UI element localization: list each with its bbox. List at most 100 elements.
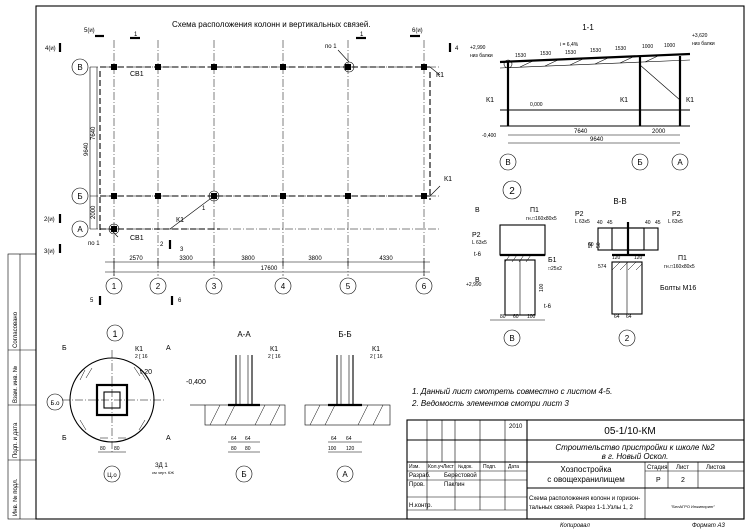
node2-p2-a-note: L 63х5 xyxy=(472,240,487,246)
plan-one-right-top: 1 xyxy=(360,32,364,38)
plan-col-3: 3 xyxy=(212,282,217,291)
node2-section: В-В xyxy=(613,197,626,206)
node1-dim-1: 80 xyxy=(100,446,106,452)
secbb-dim-1: 64 xyxy=(331,436,337,442)
node2-b1: Б1 xyxy=(548,257,557,264)
title-block: 05-1/10-КМ 2010 Строительство пристройки… xyxy=(406,419,745,520)
node2-dim-9: 64 xyxy=(614,314,620,320)
node1-zd-note: см черт. КЖ xyxy=(152,470,174,475)
node1-cut-4: А xyxy=(166,435,171,442)
node2-p1-a: П1 xyxy=(530,207,539,214)
node2-p2-b-note: L 63х5 xyxy=(575,219,590,225)
plan-one-mid: 1 xyxy=(202,206,206,212)
sec11-top-dim-7: 1000 xyxy=(664,43,675,49)
secbb-dim-2: 64 xyxy=(346,436,352,442)
plan-span-3: 3800 xyxy=(241,256,255,262)
plan-row-A: А xyxy=(77,225,83,234)
sec11-top-dim-6: 1000 xyxy=(642,44,653,50)
sec11-axis-V: В xyxy=(505,158,510,167)
section-b-b: Б-Б К1 2 [ 16 64 64 100 120 А xyxy=(304,330,391,483)
secaa-axis: Б xyxy=(241,470,246,479)
stamp-sheets-h: Листов xyxy=(706,465,726,471)
stamp-role-dev: Разраб. xyxy=(409,473,431,479)
side-approval-table: Согласовано Взам. инв. № Подп. и дата Ин… xyxy=(7,253,37,520)
plan-three-left: 3(и) xyxy=(44,249,55,255)
plan-cut-right-top: 6(и) xyxy=(412,28,423,34)
node1-axis-bottom: Ц.о xyxy=(107,473,117,479)
plan-row-V: В xyxy=(77,63,82,72)
plan-span-4: 3800 xyxy=(308,256,322,262)
stamp-drawing-1: Схема расположения колонн и горизон- xyxy=(529,496,640,502)
stamp-role-check: Пров. xyxy=(409,482,425,488)
node2-b1-note: □25х2 xyxy=(548,266,562,272)
sec11-top-dim-5: 1530 xyxy=(615,46,626,52)
sec11-elev-right: +3,620 xyxy=(692,33,708,39)
plan-six-bottom: 6 xyxy=(178,298,182,304)
node2-t6-a: t-6 xyxy=(474,252,482,258)
sec11-col-label-1: К1 xyxy=(486,97,494,104)
node2-p2-c-note: L 63х5 xyxy=(668,219,683,225)
secaa-dim-1: 64 xyxy=(231,436,237,442)
node2-elev: +2,990 xyxy=(466,282,482,288)
stamp-city: в г. Новый Оскол. xyxy=(602,452,669,461)
node2-number: 2 xyxy=(509,186,515,197)
node2-dim-2: 45 xyxy=(607,220,613,226)
node2-dim-10: 64 xyxy=(626,314,632,320)
sec11-axis-B: Б xyxy=(637,158,642,167)
node2-p1-b-note: гн.□160х80х5 xyxy=(664,264,695,270)
stamp-sheet: 2 xyxy=(681,477,685,484)
sec11-dim-a: 7640 xyxy=(574,129,588,135)
node1-t20: t-20 xyxy=(140,369,152,376)
plan-two-left: 2(и) xyxy=(44,217,55,223)
node2-bolts: Болты М16 xyxy=(660,285,696,292)
node-1: 1 К1 2 [ 16 t-20 ЗД 1 см черт. КЖ Б Б А … xyxy=(46,324,174,483)
stamp-col-kol: Кол.уч xyxy=(428,464,443,470)
plan-one-top: 1 xyxy=(134,32,138,38)
node2-p1-a-note: гн.□160х80х5 xyxy=(526,216,557,222)
node2-side-dim-1: 100 xyxy=(539,283,545,292)
footer-format: Формат А3 xyxy=(692,523,725,529)
side-inv-sub: Взам. инв. № xyxy=(12,366,19,403)
sec11-dim-total: 9640 xyxy=(590,137,604,143)
node1-cut-3: А xyxy=(166,345,171,352)
node1-zd: ЗД 1 xyxy=(155,463,168,469)
stamp-col-doc: №док. xyxy=(458,464,473,470)
sec11-col-label-3: К1 xyxy=(686,97,694,104)
node2-cut-2: В xyxy=(475,277,480,284)
node1-cut-1: Б xyxy=(62,345,67,352)
plan-row-B: Б xyxy=(77,192,82,201)
plan-col-6: 6 xyxy=(422,282,427,291)
stamp-name-check: Паклин xyxy=(444,482,465,488)
stamp-drawing-2: тальных связей. Разрез 1-1.Узлы 1, 2 xyxy=(529,504,633,511)
plan-po1-bottom: по 1 xyxy=(88,241,100,247)
node2-p2-a: Р2 xyxy=(472,232,481,239)
plan-po1-top: по 1 xyxy=(325,44,337,50)
node2-dim-6: 120 xyxy=(612,255,621,261)
plan-total-length: 17600 xyxy=(261,266,278,272)
plan-span-1: 2570 xyxy=(129,256,143,262)
sec11-dim-b: 2000 xyxy=(652,129,666,135)
node2-dim-7: 120 xyxy=(634,255,643,261)
plan-sv1-bottom: СВ1 xyxy=(130,235,144,242)
sec11-minus: -0,400 xyxy=(482,133,496,139)
stamp-stage: Р xyxy=(656,477,661,484)
plan-col-5: 5 xyxy=(346,282,351,291)
side-agreed: Согласовано xyxy=(13,311,19,348)
note-2: 2. Ведомость элементов смотри лист 3 xyxy=(411,399,569,408)
sec11-elev-right-note: низ балки xyxy=(692,41,715,47)
plan-row-total: 9640 xyxy=(84,142,90,156)
secbb-dim-3: 100 xyxy=(328,446,337,452)
side-sign-date: Подп. и дата xyxy=(13,422,19,458)
secaa-k1-note: 2 [ 16 xyxy=(268,354,281,360)
sec11-top-dim-4: 1530 xyxy=(590,48,601,54)
node2-bottom-dim-1: 80 xyxy=(500,314,506,320)
section-a-a: А-А К1 2 [ 16 -0,400 64 64 80 80 Б xyxy=(186,330,286,483)
node2-side-dim-3: 50 xyxy=(596,242,602,248)
plan-four-left: 4(и) xyxy=(45,46,56,52)
plan-three-mark: 3 xyxy=(180,247,184,253)
plan-two-mark: 2 xyxy=(160,242,164,248)
plan-row-span-1: 7640 xyxy=(91,126,97,140)
stamp-col-izm: Изм. xyxy=(409,464,420,470)
stamp-col-date: Дата xyxy=(508,464,519,470)
